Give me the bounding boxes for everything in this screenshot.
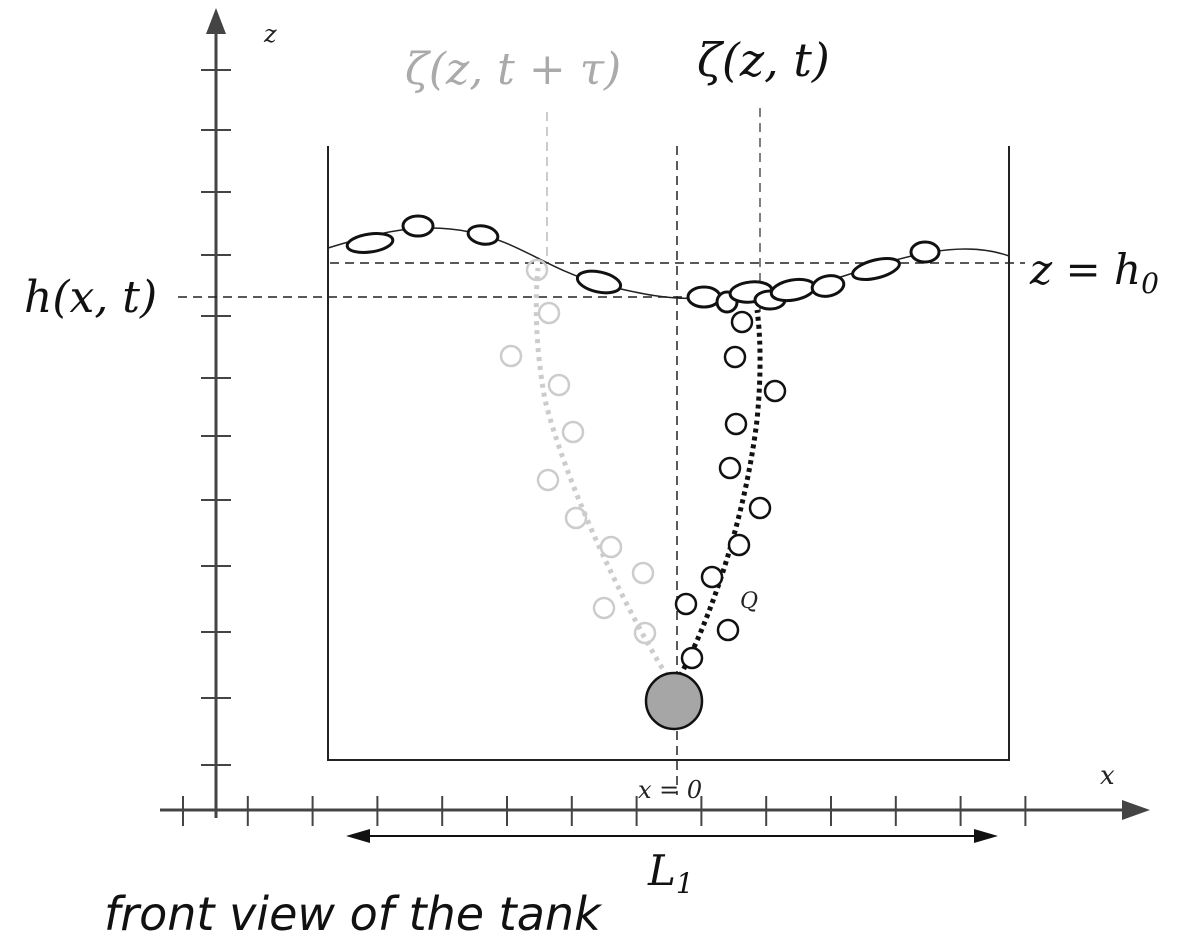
bubble-current (723, 345, 747, 369)
tank-walls (327, 146, 1010, 761)
bubble-later (631, 561, 655, 585)
tank-length-label: L1 (647, 846, 694, 900)
bubble-current (680, 646, 704, 670)
bubble-later (525, 258, 549, 282)
surface-bubble (466, 224, 500, 246)
surface-bubble (909, 240, 941, 264)
tank (327, 146, 1010, 761)
plume-later-bubbles (499, 258, 657, 645)
surface-bubble (810, 274, 846, 298)
z-axis-ticks (201, 69, 231, 766)
origin-label: x = 0 (638, 776, 702, 804)
z-axis-label: z (263, 20, 277, 48)
bubble-current (730, 310, 754, 334)
surface-bubble (769, 277, 817, 303)
x-axis-label: x (1100, 761, 1115, 791)
plume-later-centerline (533, 267, 670, 678)
flow-rate-label: Q (740, 589, 758, 614)
bubble-later (547, 373, 571, 397)
bubble-current (718, 456, 742, 480)
bubble-later (599, 535, 623, 559)
z-axis-arrowhead (206, 8, 226, 34)
bubble-current (763, 379, 787, 403)
zeta-later-label: ζ(z, t + τ) (405, 44, 621, 95)
surface-height-label: h(x, t) (24, 272, 157, 323)
tank-length-label-main: L (647, 846, 676, 895)
bubble-later (536, 468, 560, 492)
bubble-later (561, 420, 585, 444)
surface-bubble (851, 257, 901, 281)
bubble-later (537, 301, 561, 325)
bubble-later (633, 621, 657, 645)
bubble-current (727, 533, 751, 557)
surface-bubble (401, 214, 435, 238)
bubble-current (716, 618, 740, 642)
guide-lines (178, 108, 1025, 795)
plume-current-centerline (677, 309, 763, 678)
tank-length-label-subscript: 1 (676, 867, 694, 900)
zeta-current-label: ζ(z, t) (697, 33, 830, 87)
plume-current-bubbles (674, 310, 787, 670)
surface-bubble (575, 269, 623, 295)
plume-current (674, 309, 787, 678)
bubble-later (592, 596, 616, 620)
z-axis (201, 8, 231, 818)
bubble-later (564, 506, 588, 530)
dimension-arrow-right (974, 829, 998, 843)
x-axis-ticks (182, 796, 1027, 826)
bubble-current (674, 592, 698, 616)
bubble-current (724, 412, 748, 436)
surface-bubble (345, 232, 395, 254)
surface-bubble (686, 285, 722, 309)
dimension-arrow-left (346, 829, 370, 843)
rest-level-label-subscript: 0 (1141, 267, 1159, 300)
plume-later (499, 258, 670, 678)
caption: front view of the tank (104, 887, 603, 940)
bubble-later (499, 344, 523, 368)
rest-level-label: z = h0 (1029, 245, 1159, 300)
x-axis (160, 796, 1150, 826)
tank-length-dimension (346, 829, 998, 843)
surface-bubbles (345, 214, 941, 314)
x-axis-arrowhead (1122, 800, 1150, 820)
bubble-current (700, 565, 724, 589)
bubble-current (748, 496, 772, 520)
bubble-source (644, 671, 704, 731)
rest-level-label-main: z = h (1029, 245, 1141, 294)
